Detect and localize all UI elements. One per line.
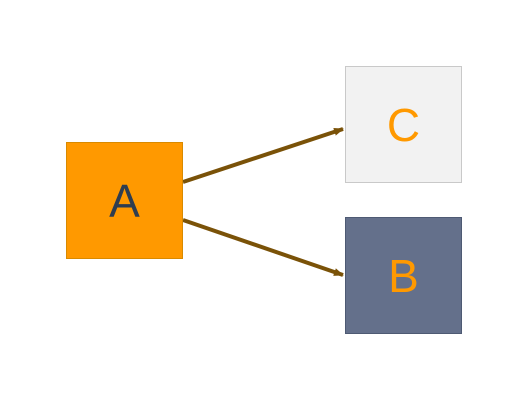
node-c-label: C bbox=[386, 98, 421, 151]
node-b-label: B bbox=[388, 249, 419, 302]
arrow-a-to-c bbox=[182, 127, 344, 184]
node-a: A bbox=[66, 142, 183, 259]
node-a-label: A bbox=[109, 174, 140, 227]
node-b: B bbox=[345, 217, 462, 334]
arrow-a-to-b bbox=[182, 218, 344, 277]
node-c: C bbox=[345, 66, 462, 183]
